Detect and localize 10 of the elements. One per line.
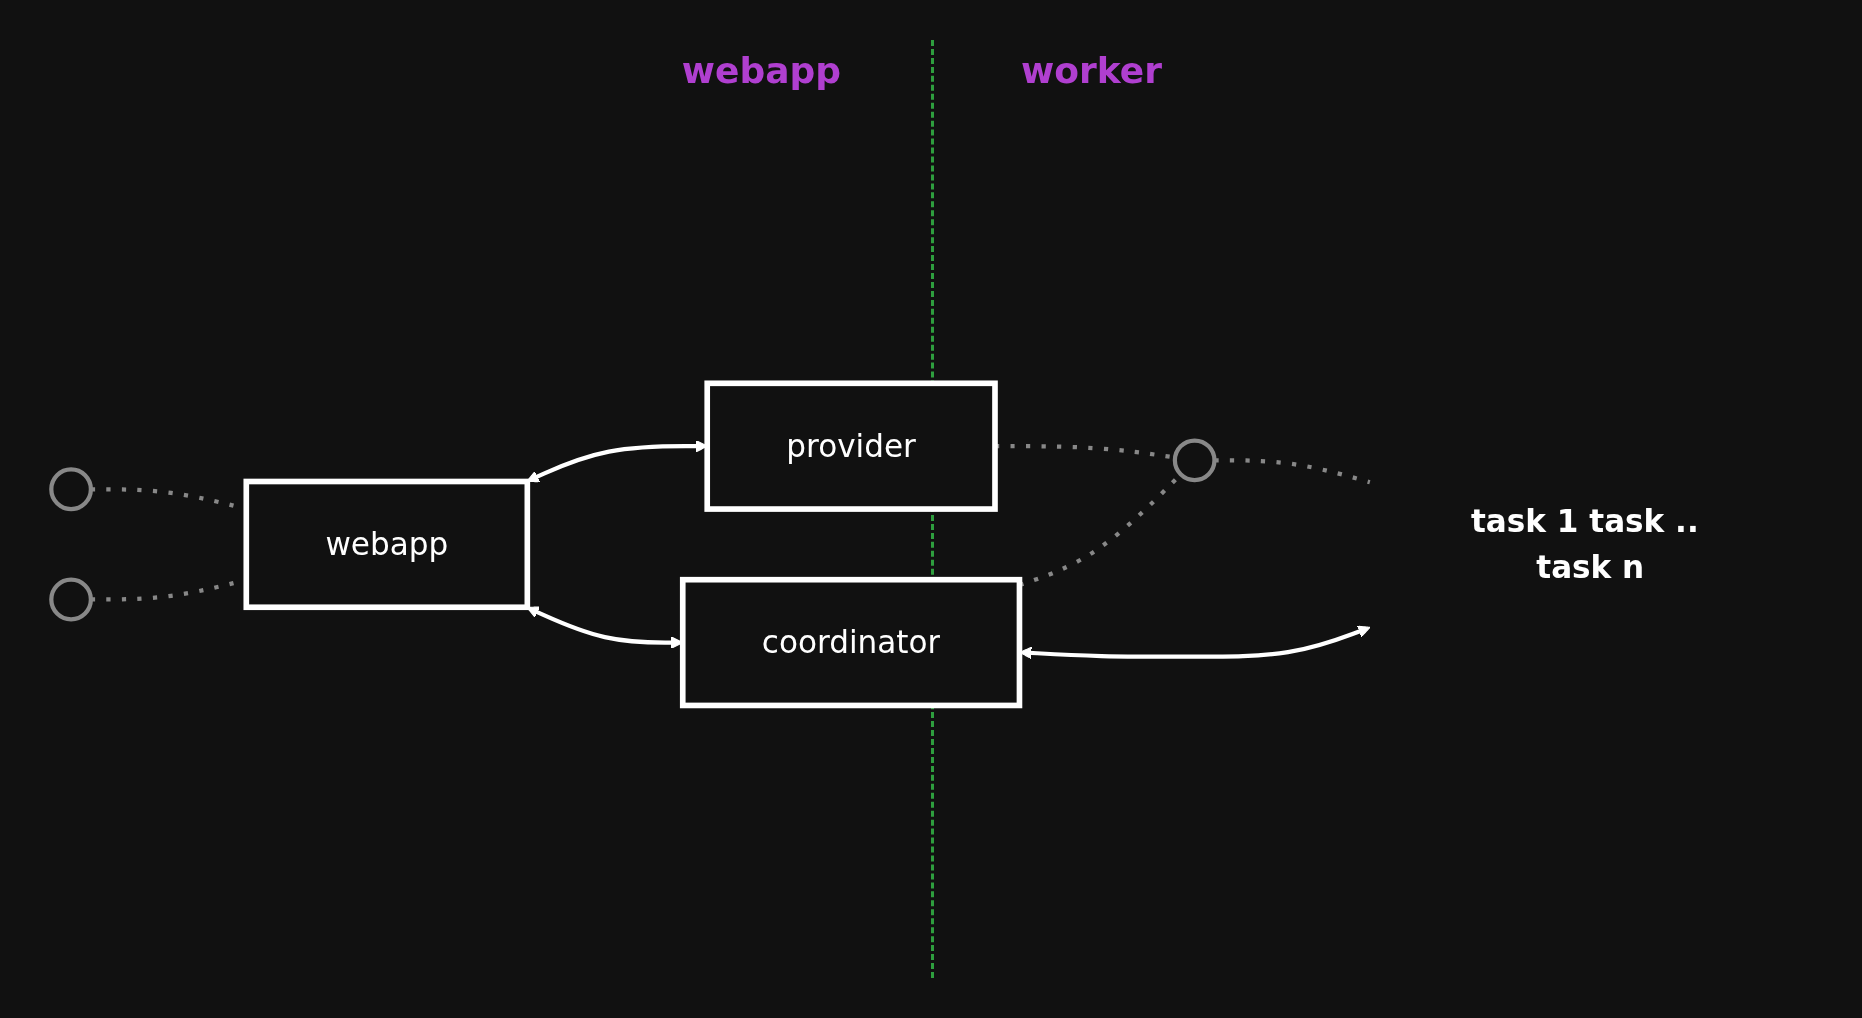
section-heading: webapp xyxy=(681,50,841,91)
node-box: coordinator xyxy=(679,576,1023,708)
node-box: provider xyxy=(704,380,998,512)
node-circle xyxy=(49,467,93,511)
section-heading: worker xyxy=(1021,50,1162,91)
connector xyxy=(1214,457,1371,484)
node-text: task 1 task .. task n xyxy=(1471,503,1699,585)
node-box: webapp xyxy=(243,478,531,610)
node-circle xyxy=(49,577,93,621)
node-circle xyxy=(1172,438,1217,482)
